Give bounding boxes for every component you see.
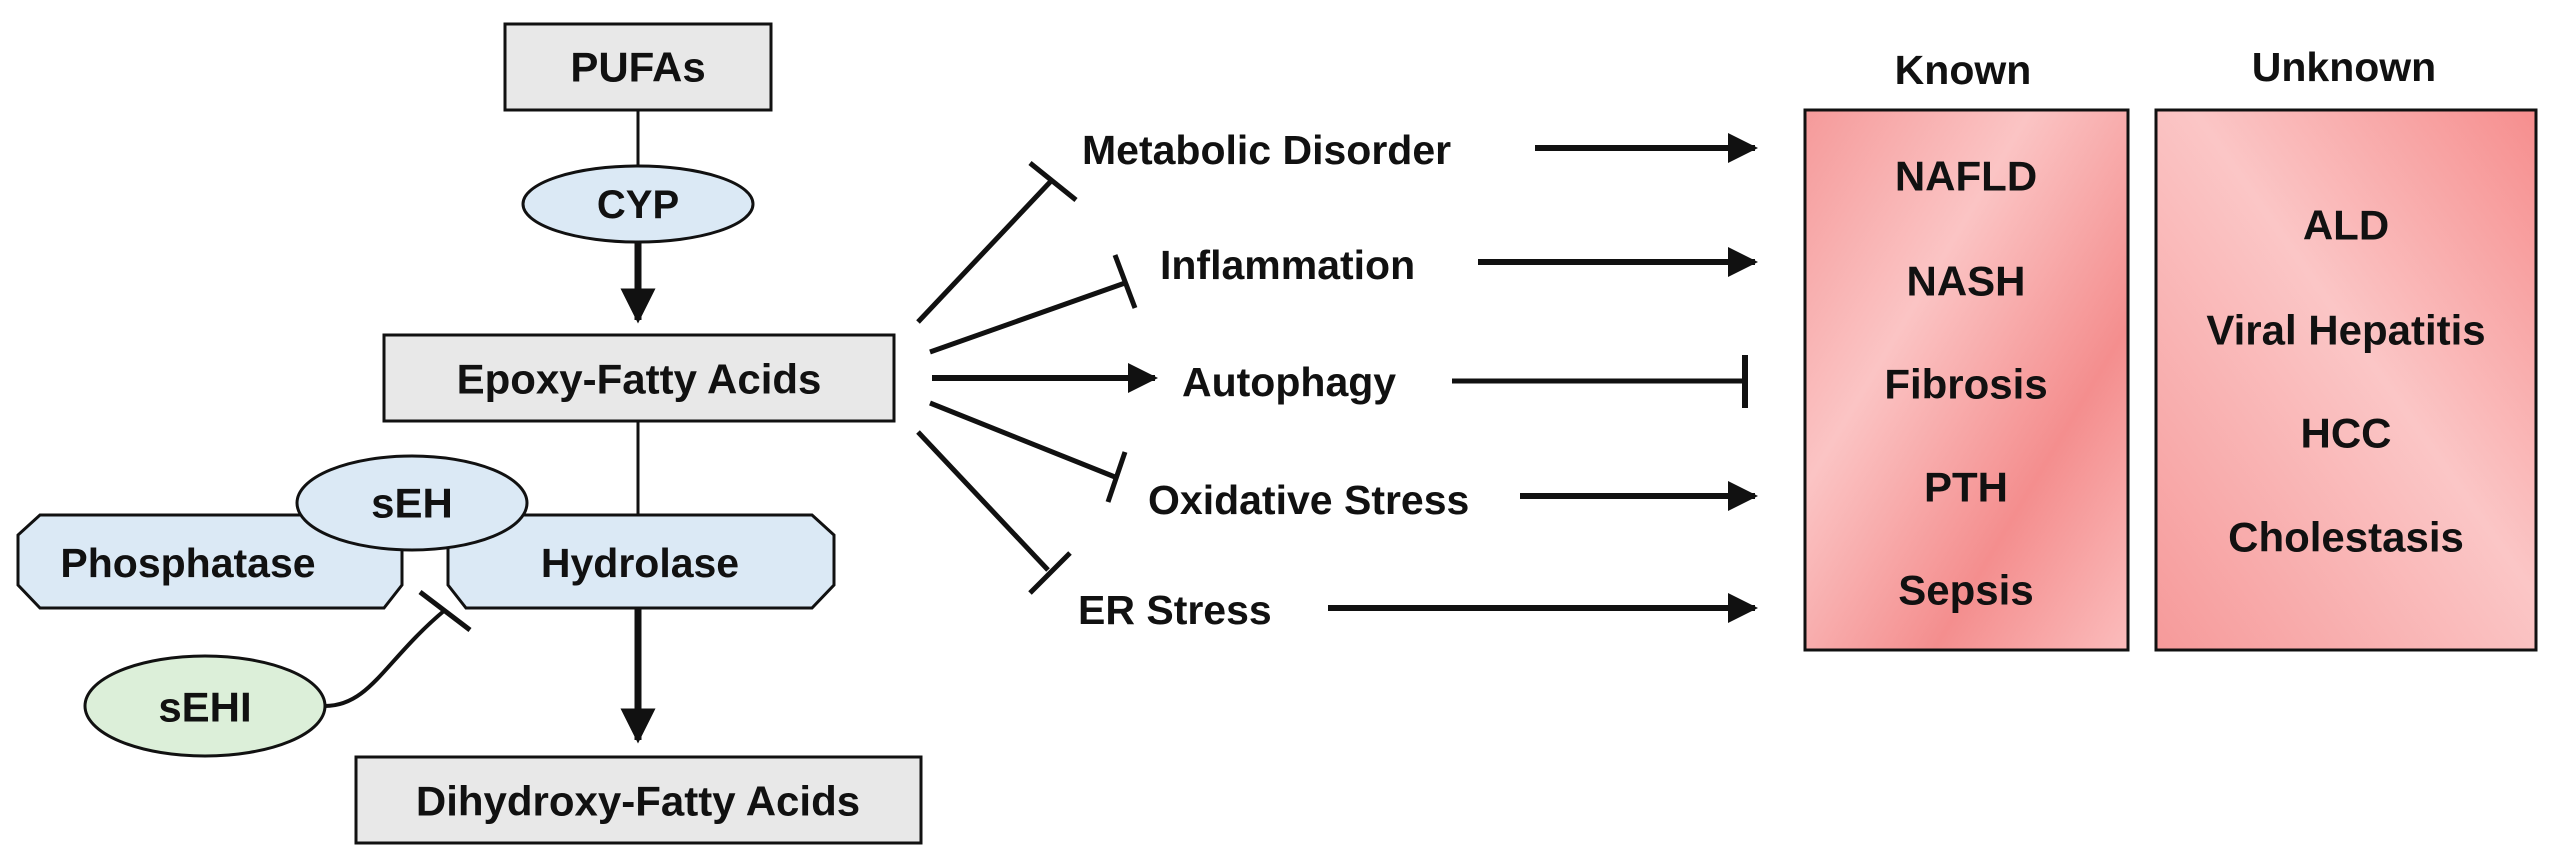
- metabolic-inhibition-bar: [1028, 161, 1078, 202]
- unknown-title: Unknown: [2252, 44, 2436, 90]
- dihydroxy-fatty-acids-node: Dihydroxy-Fatty Acids: [354, 755, 923, 845]
- known-item: PTH: [1924, 464, 2008, 511]
- seh-label: sEH: [371, 480, 453, 527]
- known-item: Fibrosis: [1884, 361, 2047, 408]
- sehi-inhibitor: sEHI: [83, 654, 327, 758]
- unknown-item: Viral Hepatitis: [2206, 307, 2485, 354]
- effect-er-stress: ER Stress: [1078, 587, 1272, 633]
- hydrolase-domain: Hydrolase: [446, 513, 836, 610]
- known-item: Sepsis: [1898, 567, 2033, 614]
- oxidative-inhibition-bar: [1105, 451, 1128, 503]
- er-stress-inhibition-bar: [1028, 551, 1072, 595]
- unknown-item: Cholestasis: [2228, 514, 2464, 561]
- inflammation-inhibition-bar: [1112, 254, 1138, 309]
- known-item: NAFLD: [1895, 153, 2037, 200]
- phosphatase-label: Phosphatase: [60, 540, 315, 586]
- pufas-node: PUFAs: [503, 22, 773, 112]
- epoxy-er-stress-inhibition: [916, 430, 1050, 572]
- unknown-panel: ALD Viral Hepatitis HCC Cholestasis: [2154, 108, 2538, 652]
- epoxy-fatty-acids-node: Epoxy-Fatty Acids: [382, 333, 896, 423]
- epoxy-oxidative-inhibition: [929, 400, 1116, 480]
- known-title: Known: [1895, 47, 2032, 93]
- effect-autophagy: Autophagy: [1182, 359, 1396, 405]
- known-panel: NAFLD NASH Fibrosis PTH Sepsis: [1803, 108, 2130, 652]
- epoxy-metabolic-inhibition: [916, 178, 1054, 324]
- pufas-label: PUFAs: [570, 44, 705, 91]
- sehi-label: sEHI: [158, 684, 251, 731]
- known-item: NASH: [1906, 258, 2025, 305]
- epoxy-fatty-acids-label: Epoxy-Fatty Acids: [457, 356, 822, 403]
- hydrolase-label: Hydrolase: [541, 540, 739, 586]
- cyp-label: CYP: [597, 183, 679, 227]
- dihydroxy-fatty-acids-label: Dihydroxy-Fatty Acids: [416, 778, 860, 825]
- effect-metabolic-disorder: Metabolic Disorder: [1082, 127, 1451, 173]
- effect-oxidative-stress: Oxidative Stress: [1148, 477, 1469, 523]
- sehi-inhibition-line: [324, 608, 447, 708]
- unknown-item: HCC: [2301, 410, 2392, 457]
- seh-enzyme: sEH: [295, 454, 529, 552]
- cyp-enzyme: CYP: [521, 164, 755, 244]
- epoxy-inflammation-inhibition: [929, 280, 1126, 355]
- effect-inflammation: Inflammation: [1160, 242, 1415, 288]
- unknown-item: ALD: [2303, 202, 2389, 249]
- sehi-inhibition-bar: [418, 590, 472, 632]
